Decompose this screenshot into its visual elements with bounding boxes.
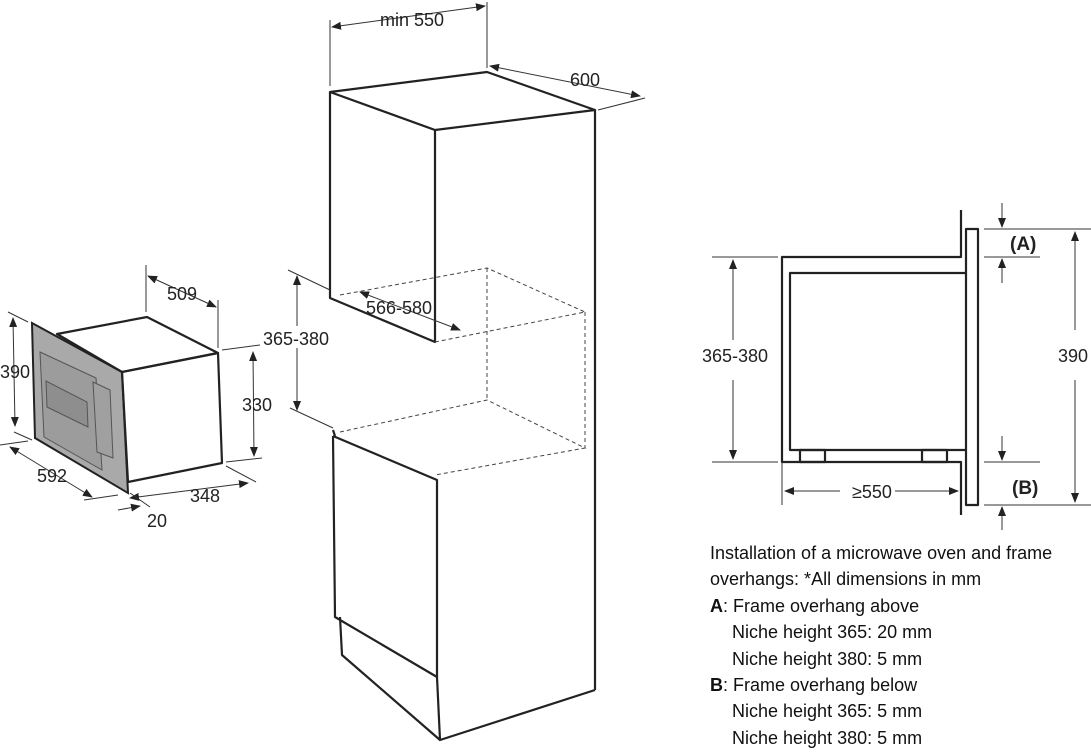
note-a: A: Frame overhang above [710,593,1052,619]
note-a-line1: Niche height 365: 20 mm [732,622,933,643]
note-a-line2: Niche height 380: 5 mm [732,648,923,669]
microwave-drawing: 509 390 330 592 348 20 [0,265,272,531]
microwave-body-depth-label: 348 [190,486,220,506]
microwave-control-panel [92,381,114,459]
foot-rear [920,448,949,464]
notes-title-line1: Installation of a microwave oven and fra… [710,543,1053,563]
note-a-key: A [710,595,723,616]
note-b: B: Frame overhang below [710,672,1052,698]
section-depth-label: ≥550 [852,482,892,502]
microwave-body-height-label: 330 [242,395,272,415]
installation-notes: Installation of a microwave oven and fra… [710,540,1052,751]
niche-depth-label: 566-580 [366,298,432,318]
niche-height-label: 365-380 [263,329,329,349]
microwave-frame-label: 20 [147,511,167,531]
notes-title-line2: overhangs: *All dimensions in mm [710,569,982,590]
section-total-height-label: 390 [1058,346,1088,366]
overhang-b-label: (B) [1012,478,1038,499]
overhang-a-label: (A) [1010,234,1036,255]
note-b-line1: Niche height 365: 5 mm [732,701,923,722]
cabinet-drawing: min 550 600 566-580 365-380 [260,2,646,742]
note-b-line2: Niche height 380: 5 mm [732,727,923,748]
cabinet-depth-label: 600 [570,70,600,90]
note-b-text: : Frame overhang below [723,675,918,696]
foot-front [798,448,827,464]
section-drawing: 365-380 ≥550 (A) (B) 390 [702,203,1091,530]
note-a-text: : Frame overhang above [723,595,920,616]
section-niche-height-label: 365-380 [702,346,768,366]
microwave-width-label: 592 [37,466,67,486]
cabinet-min-width-label: min 550 [380,10,444,30]
note-b-key: B [710,675,723,696]
microwave-window [45,380,89,428]
microwave-height-label: 390 [0,362,30,382]
microwave-depth-label: 509 [167,284,197,304]
